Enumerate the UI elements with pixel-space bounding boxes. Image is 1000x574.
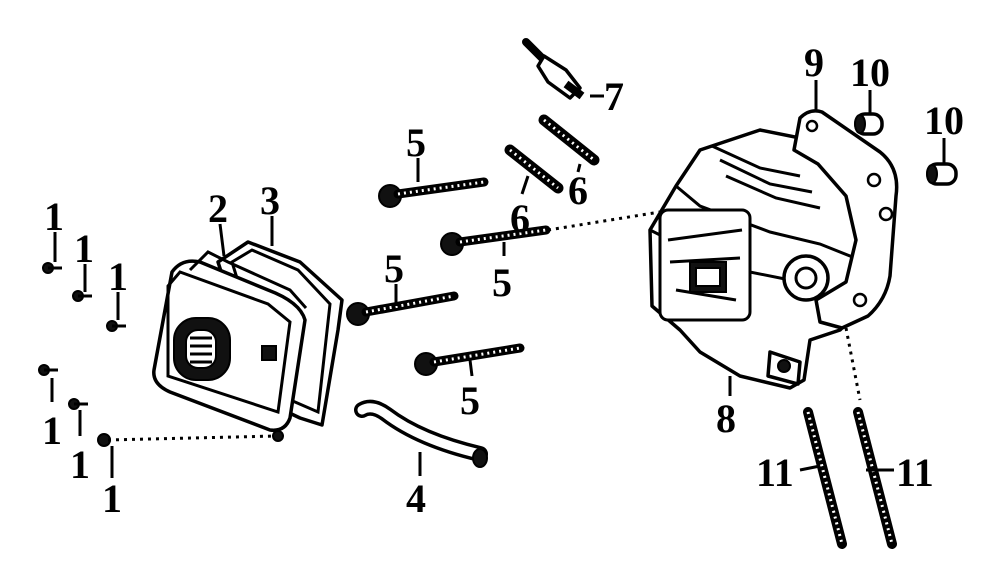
callout-1e: 1: [70, 442, 90, 487]
callout-2: 2: [208, 186, 228, 231]
callout-5d: 5: [460, 378, 480, 423]
head-bolts: [346, 177, 661, 376]
callout-1f: 1: [102, 476, 122, 521]
callout-6b: 6: [568, 168, 588, 213]
callout-5b: 5: [384, 246, 404, 291]
callout-6a: 6: [510, 196, 530, 241]
callout-10b: 10: [924, 98, 964, 143]
callout-3: 3: [260, 178, 280, 223]
breather-hose: [354, 399, 488, 468]
callout-5a: 5: [406, 120, 426, 165]
callout-8: 8: [716, 396, 736, 441]
long-studs: [803, 407, 897, 549]
cover-bolts: [38, 262, 284, 447]
callout-7: 7: [604, 74, 624, 119]
callout-11b: 11: [896, 450, 934, 495]
studs: [504, 114, 600, 194]
callout-4: 4: [406, 476, 426, 521]
callout-9: 9: [804, 40, 824, 85]
head-gasket: [792, 109, 899, 401]
callout-1d: 1: [42, 408, 62, 453]
callout-11a: 11: [756, 450, 794, 495]
dowel-pins: [854, 112, 958, 186]
spark-plug: [522, 38, 585, 100]
callout-10a: 10: [850, 50, 890, 95]
callout-1a: 1: [44, 194, 64, 239]
callout-1c: 1: [108, 254, 128, 299]
valve-cover: [152, 250, 308, 432]
callout-5c: 5: [492, 260, 512, 305]
leader-lines: [50, 80, 946, 478]
callout-1b: 1: [74, 226, 94, 271]
